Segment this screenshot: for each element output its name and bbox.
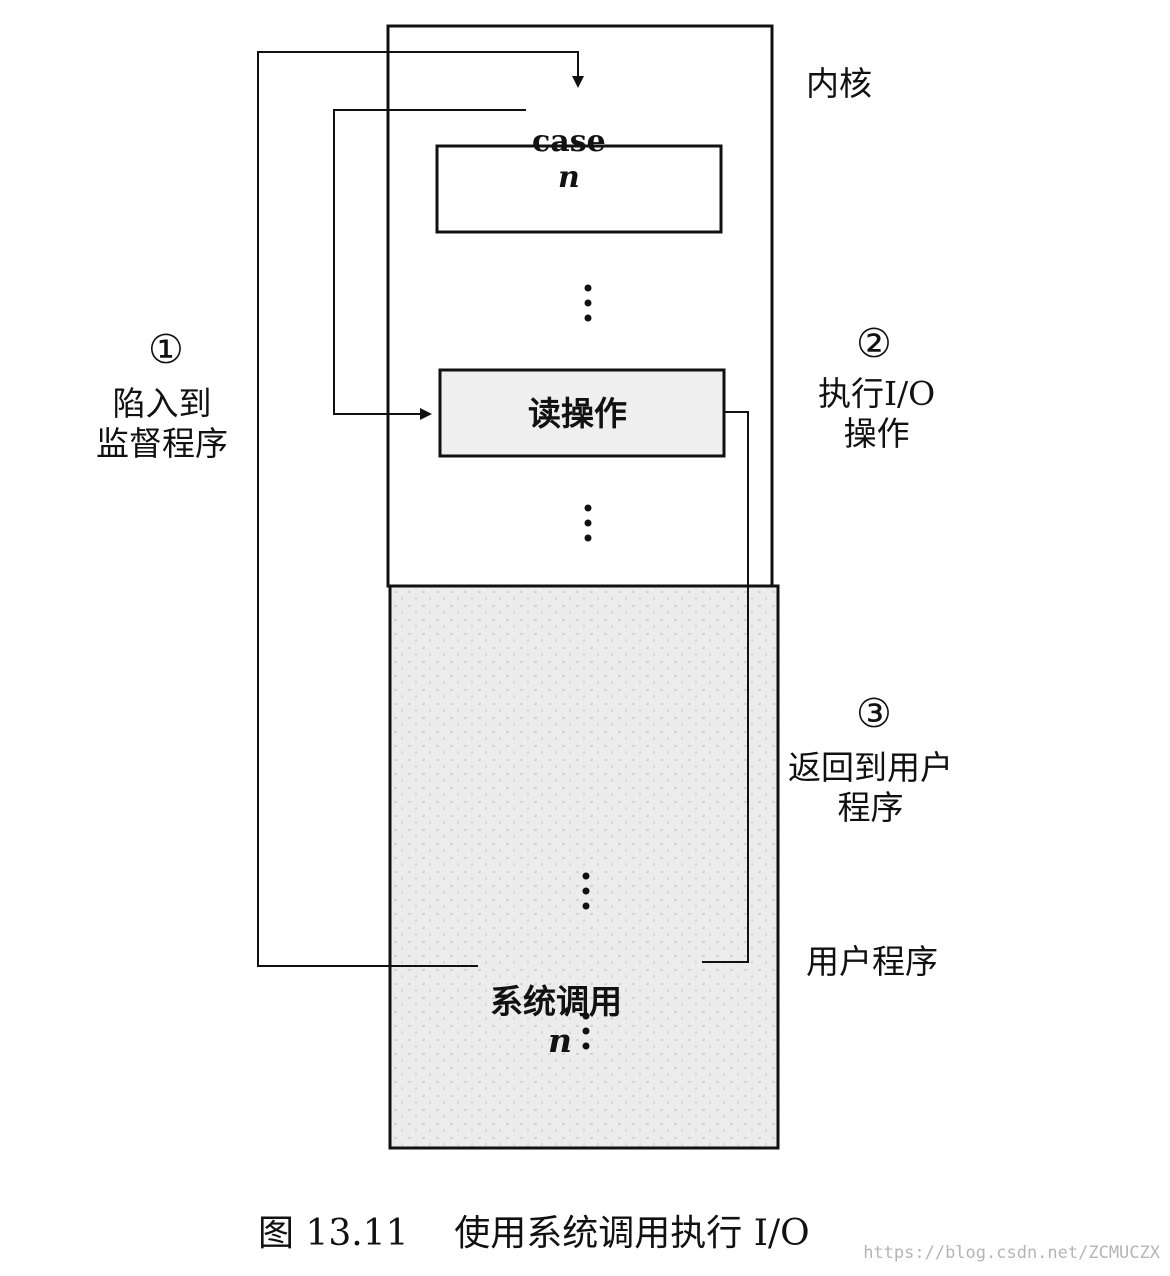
read-op-label: 读操作 [528,394,627,433]
step-1-number: ① [148,327,184,373]
step-3-text: 返回到用户 程序 [788,748,953,827]
kernel-label: 内核 [806,64,872,103]
empty-case-block [435,144,723,234]
case-n-label: case n [532,88,606,196]
step-2-number: ② [856,321,892,367]
user-program-region [388,584,780,1150]
watermark-url: https://blog.csdn.net/ZCMUCZX [863,1243,1160,1263]
kernel-ellipsis-1 [584,284,592,322]
step-1-text: 陷入到 监督程序 [96,384,228,463]
case-keyword: case [532,124,606,159]
case-variable: n [557,160,580,195]
user-ellipsis-2 [582,1012,590,1050]
user-ellipsis-1 [582,872,590,910]
kernel-ellipsis-2 [584,504,592,542]
kernel-region [386,24,774,588]
step-2-text: 执行I/O 操作 [818,374,936,453]
user-program-label: 用户程序 [806,942,938,981]
syscall-text: 系统调用 [490,981,622,1021]
step-3-number: ③ [856,691,892,737]
figure-caption: 图 13.11 使用系统调用执行 I/O [258,1213,810,1254]
dispatch-arrow [333,109,526,420]
trap-arrow [257,51,584,967]
syscall-n-label: 系统调用 n [490,942,622,1061]
return-line [702,411,749,963]
syscall-variable: n [548,1021,572,1061]
